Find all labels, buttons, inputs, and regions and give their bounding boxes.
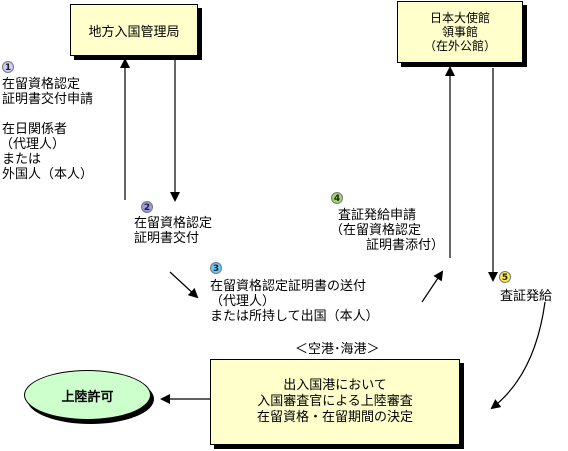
step3-line1: 在留資格認定証明書の送付 <box>210 279 367 294</box>
step3-line2: （代理人） <box>210 294 276 309</box>
embassy-line2: 領事館 <box>441 25 478 39</box>
step3-line3: または所持して出国（本人） <box>210 309 379 324</box>
step4-line2: （在留資格認定 <box>330 223 422 238</box>
port-line1: 出入国港において <box>283 378 387 393</box>
step3-badge: 3 <box>210 262 222 274</box>
regional-bureau-label: 地方入国管理局 <box>88 24 180 40</box>
step4-line3: 証明書添付） <box>366 238 445 253</box>
embassy-line3: （在外公館） <box>423 39 496 53</box>
applicant-line1: 在日関係者 <box>2 122 68 137</box>
step4-badge: 4 <box>331 192 343 204</box>
port-label: ＜空港･海港＞ <box>295 342 380 357</box>
port-line2: 入国審査官による上陸審査 <box>257 394 413 409</box>
step5-badge: 5 <box>499 271 511 283</box>
regional-bureau-box: 地方入国管理局 <box>70 4 198 56</box>
step1-line1: 在留資格認定 <box>2 77 81 92</box>
step2-line2: 証明書交付 <box>134 231 200 246</box>
step2-line1: 在留資格認定 <box>134 216 213 231</box>
embassy-box: 日本大使館 領事館 （在外公館） <box>397 1 523 63</box>
landing-permit-oval: 上陸許可 <box>24 370 151 420</box>
applicant-line3: または <box>2 152 42 167</box>
step1-line2: 証明書交付申請 <box>2 92 94 107</box>
applicant-line4: 外国人（本人） <box>2 167 94 182</box>
step1-badge: 1 <box>2 61 14 73</box>
step4-line1: 査証発給申請 <box>338 208 417 223</box>
port-inspection-box: 出入国港において 入国審査官による上陸審査 在留資格・在留期間の決定 <box>210 359 460 445</box>
arrow-to-port <box>490 301 546 410</box>
arrow-step3 <box>169 271 199 299</box>
step2-badge: 2 <box>141 201 153 213</box>
port-line3: 在留資格・在留期間の決定 <box>256 410 413 425</box>
landing-permit-label: 上陸許可 <box>61 389 114 405</box>
applicant-line2: （代理人） <box>0 137 66 152</box>
step5-line1: 査証発給 <box>500 289 553 304</box>
embassy-line1: 日本大使館 <box>429 11 490 25</box>
arrow-step4 <box>421 270 444 303</box>
